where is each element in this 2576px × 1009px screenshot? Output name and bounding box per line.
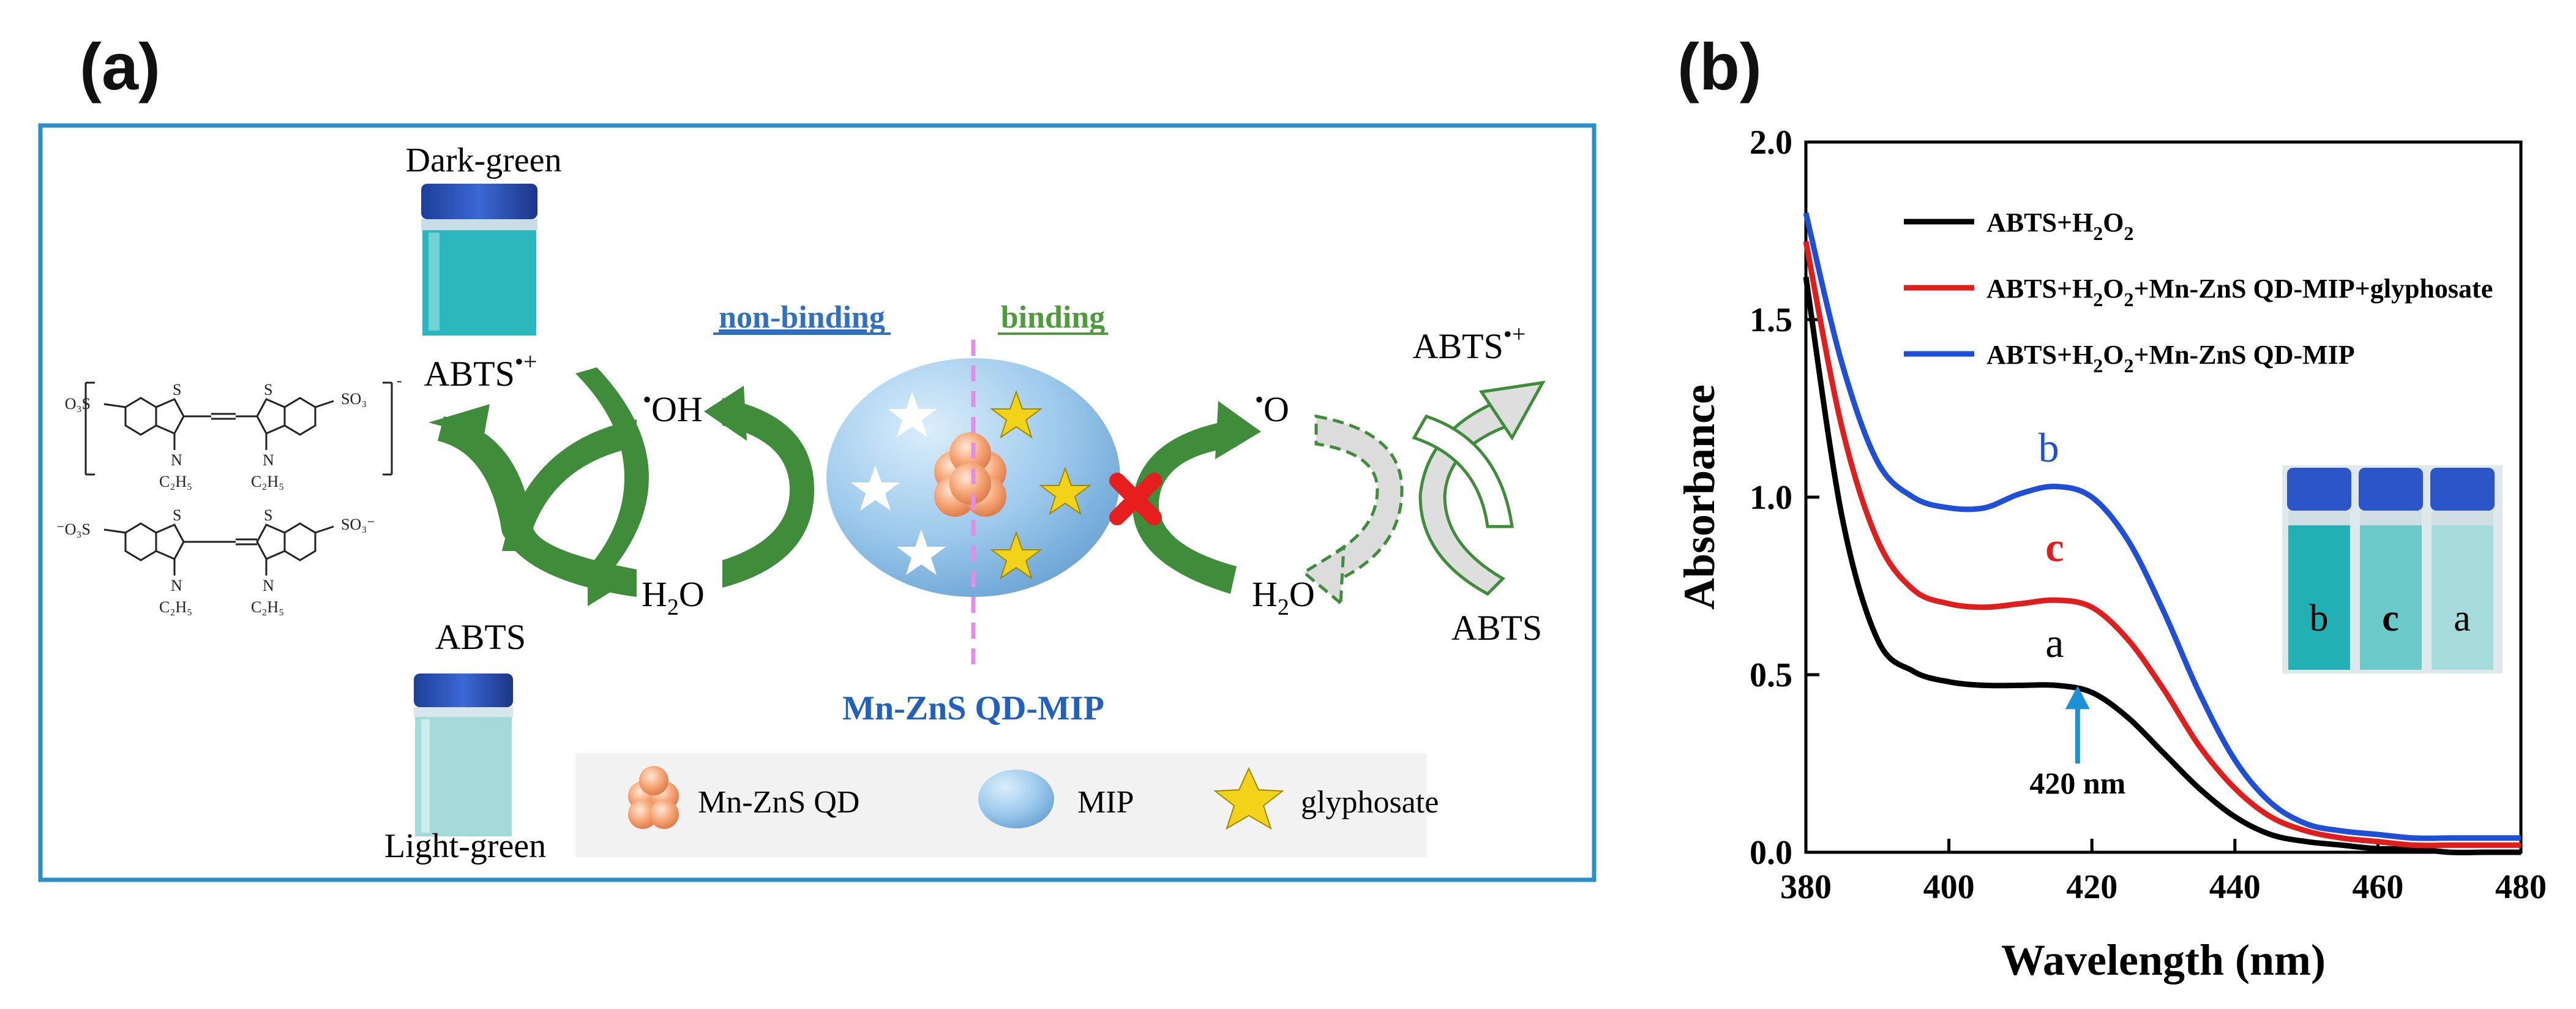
legend-glyphosate-label: glyphosate — [1301, 785, 1439, 820]
y-tick-label: 1.5 — [1750, 301, 1792, 339]
series-line-c — [1803, 241, 2521, 849]
svg-text:N: N — [263, 577, 274, 595]
svg-text:⁻O₃S: ⁻O₃S — [56, 520, 91, 538]
series-line-a — [1803, 276, 2521, 855]
particle-title: Mn-ZnS QD-MIP — [842, 689, 1104, 727]
svg-text:S: S — [264, 506, 272, 524]
y-axis-label: Absorbance — [1675, 384, 1724, 610]
x-tick-label: 440 — [2209, 868, 2261, 906]
inset-vial-liquid — [2360, 525, 2422, 670]
abts-atoms: ⁻O₃S SO₃⁻ S S N N C₂H₅ C₂H₅ — [56, 506, 375, 616]
vial-top-label: Dark-green — [406, 141, 562, 179]
panel-a-diagram: Dark-green ABTS•+ Light-green O₃S SO₃ S … — [38, 123, 1597, 882]
x-tick-label: 420 — [2066, 868, 2117, 906]
curve-label-a: a — [2045, 620, 2064, 666]
glyphosate-stars — [990, 390, 1091, 580]
x-tick-label: 400 — [1923, 868, 1975, 906]
abts-radical-atoms: O₃S SO₃ S S N N C₂H₅ C₂H₅ - — [65, 372, 402, 490]
inset-vial-label: a — [2454, 598, 2471, 639]
y-tick-label: 0.0 — [1750, 834, 1792, 872]
svg-text:S: S — [173, 381, 181, 399]
annotation-label: 420 nm — [2029, 766, 2125, 800]
svg-text:SO₃⁻: SO₃⁻ — [341, 516, 375, 533]
abts-right-label: ABTS — [1451, 608, 1542, 648]
svg-text:N: N — [263, 451, 274, 469]
svg-text:S: S — [173, 506, 181, 524]
svg-text:C₂H₅: C₂H₅ — [159, 473, 192, 490]
inset-vial-neck — [2432, 511, 2493, 525]
svg-text:C₂H₅: C₂H₅ — [251, 473, 284, 490]
binding-label: binding — [1001, 300, 1106, 335]
vial-bottom-label: Light-green — [384, 827, 546, 865]
svg-text:N: N — [171, 451, 182, 469]
water-right-label: H2O — [1252, 574, 1315, 620]
abts-structure — [103, 522, 334, 576]
legend-entry: ABTS+H2O2 — [1986, 208, 2133, 244]
legend-qd-label: Mn-ZnS QD — [698, 785, 859, 820]
legend-entry: ABTS+H2O2+Mn-ZnS QD-MIP+glyphosate — [1986, 274, 2493, 310]
svg-text:C₂H₅: C₂H₅ — [159, 598, 192, 616]
x-tick-label: 380 — [1780, 868, 1832, 906]
x-tick-label: 460 — [2352, 868, 2403, 906]
blocked-arrow — [1132, 401, 1261, 594]
inset-vial-cap — [2287, 468, 2351, 511]
abts-radical-structure — [84, 381, 393, 476]
inset-vial-cap — [2430, 468, 2495, 511]
dashed-cycle-arrow — [1301, 414, 1404, 607]
inset-vial-neck — [2360, 511, 2422, 525]
svg-text:SO₃: SO₃ — [341, 390, 367, 408]
left-cycle-arrows — [429, 404, 637, 597]
legend-qd-icon — [628, 766, 679, 829]
inset-vial-label: b — [2310, 598, 2329, 639]
inset-vial-liquid — [2432, 525, 2493, 670]
y-tick-label: 1.0 — [1750, 479, 1792, 517]
dark-green-vial — [421, 184, 537, 336]
abts-radical-left: ABTS•+ — [424, 348, 537, 394]
x-tick-label: 480 — [2495, 868, 2547, 906]
middle-arrow — [704, 386, 814, 588]
curve-label-b: b — [2039, 424, 2059, 471]
inset-vial-cap — [2359, 468, 2423, 511]
svg-text:-: - — [397, 372, 402, 389]
y-tick-label: 2.0 — [1750, 124, 1792, 162]
inset-vial-neck — [2288, 511, 2350, 525]
non-binding-label: non-binding — [719, 300, 885, 335]
x-axis-label: Wavelength (nm) — [2001, 936, 2326, 985]
light-green-vial — [414, 673, 513, 836]
cavity-stars — [851, 392, 946, 575]
absorbance-chart: 380 400 420 440 460 480 0.0 0.5 1.0 1.5 2.0Wavelen… — [1675, 124, 2547, 985]
panel-a-label: (a) — [80, 29, 160, 103]
svg-text:C₂H₅: C₂H₅ — [251, 598, 284, 616]
abts-left-label: ABTS — [435, 617, 526, 657]
legend-glyphosate-icon — [1213, 767, 1284, 830]
inset-vial-liquid — [2288, 525, 2350, 670]
annotation-arrow-head — [2065, 686, 2090, 710]
panel-b-label: (b) — [1677, 29, 1762, 103]
svg-text:O₃S: O₃S — [65, 395, 91, 413]
legend-entry: ABTS+H2O2+Mn-ZnS QD-MIP — [1986, 340, 2355, 377]
abts-radical-right: ABTS•+ — [1413, 320, 1526, 366]
curve-label-c: c — [2045, 523, 2064, 570]
y-tick-label: 0.5 — [1750, 656, 1792, 694]
water-left-label: H2O — [642, 574, 705, 620]
inset-vial-label: c — [2382, 598, 2399, 639]
panel-a-frame — [38, 123, 1597, 882]
svg-text:N: N — [171, 577, 182, 595]
outline-cycle-arrow-b — [1412, 414, 1514, 528]
legend-mip-label: MIP — [1077, 785, 1134, 820]
blocked-x-icon — [1109, 473, 1162, 525]
left-cycle-arrow-b — [575, 367, 649, 606]
series-line-b — [1803, 212, 2521, 841]
hydroxyl-label: •OH — [643, 386, 703, 429]
oxygen-label: •O — [1255, 386, 1289, 429]
legend-mip-icon — [978, 770, 1054, 828]
svg-text:S: S — [264, 381, 272, 399]
